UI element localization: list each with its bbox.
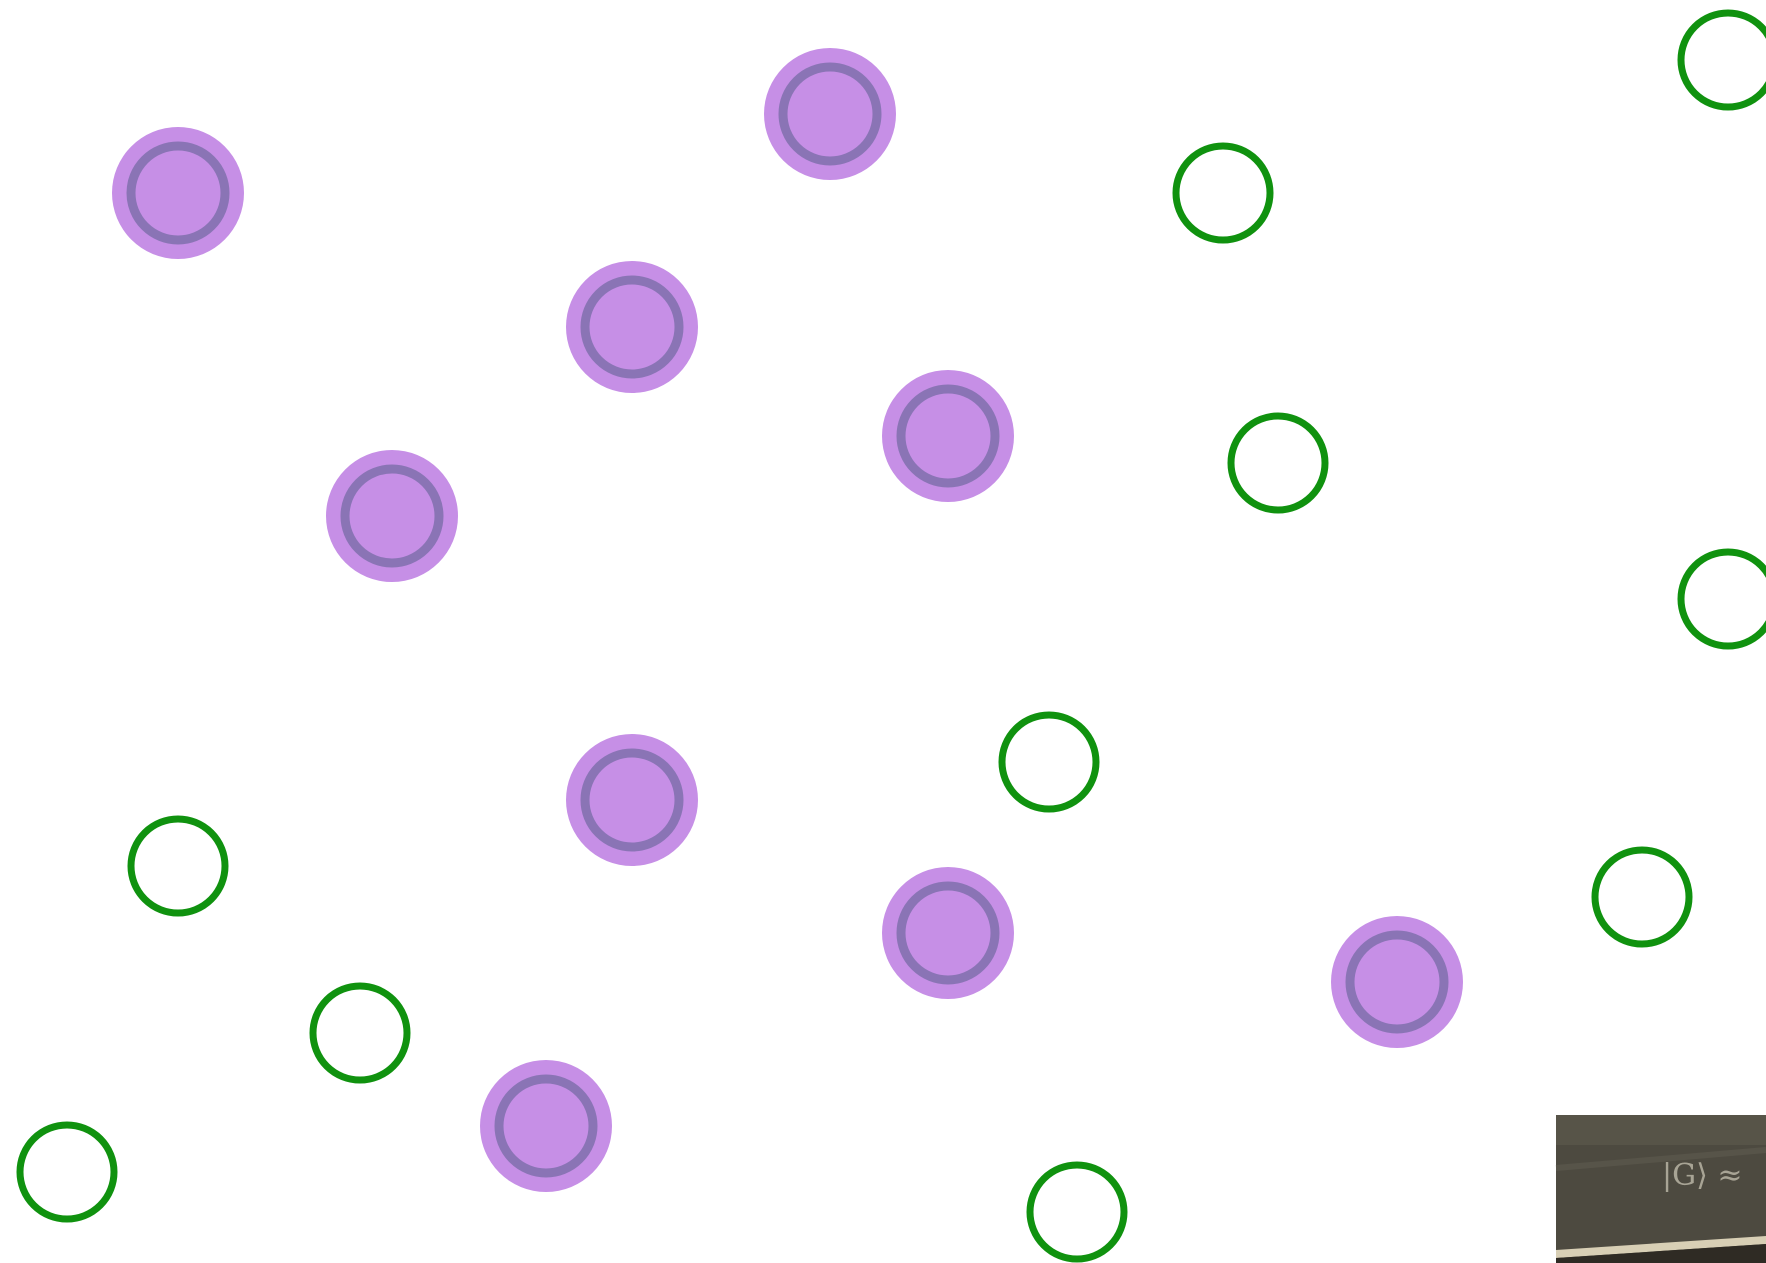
filled-circle-core: [131, 146, 225, 240]
filled-circle-marker: [882, 370, 1014, 502]
filled-circle-marker: [882, 867, 1014, 999]
filled-circle-marker: [112, 127, 244, 259]
filled-circle-marker: [1331, 916, 1463, 1048]
filled-circle-core: [585, 753, 679, 847]
chalkboard-inset: |G⟩ ≈: [1556, 1115, 1766, 1263]
filled-circle-core: [901, 886, 995, 980]
filled-circle-marker: [566, 734, 698, 866]
filled-circle-core: [1350, 935, 1444, 1029]
filled-circle-marker: [566, 261, 698, 393]
filled-circle-core: [585, 280, 679, 374]
filled-circle-marker: [764, 48, 896, 180]
filled-circle-core: [499, 1079, 593, 1173]
filled-circle-marker: [480, 1060, 612, 1192]
chalk-text: |G⟩ ≈: [1662, 1158, 1742, 1193]
filled-circle-core: [901, 389, 995, 483]
filled-circle-marker: [326, 450, 458, 582]
filled-circle-core: [783, 67, 877, 161]
filled-circle-core: [345, 469, 439, 563]
